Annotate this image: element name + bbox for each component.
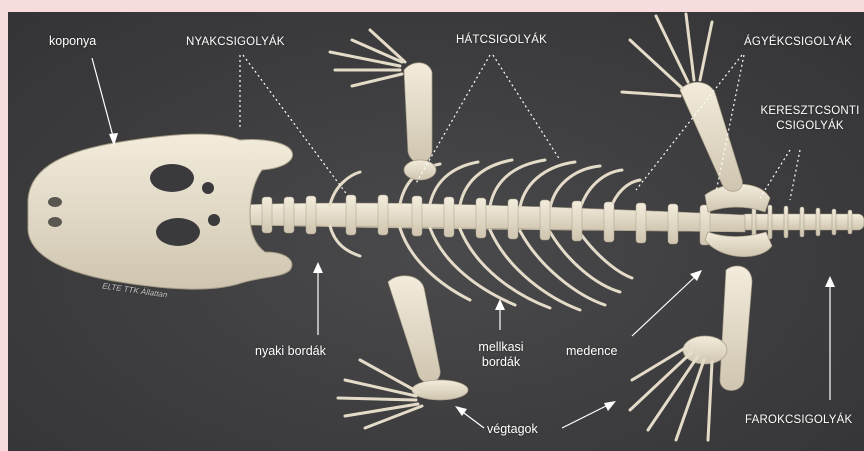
label-sacral-vertebrae: KERESZTCSONTI CSIGOLYÁK	[756, 104, 864, 134]
label-limbs: végtagok	[487, 422, 538, 436]
label-caudal-vertebrae: FAROKCSIGOLYÁK	[745, 414, 852, 426]
label-sacral-line1: KERESZTCSONTI	[756, 104, 864, 119]
label-lumbar-vertebrae: ÁGYÉKCSIGOLYÁK	[744, 36, 852, 48]
label-pelvis: medence	[566, 344, 617, 358]
front-lower-limb	[338, 276, 468, 428]
label-skull: koponya	[49, 34, 96, 48]
front-upper-limb	[330, 30, 436, 180]
label-cervical-vertebrae: NYAKCSIGOLYÁK	[186, 36, 285, 48]
hind-lower-limb	[630, 266, 752, 440]
label-cervical-ribs: nyaki bordák	[255, 344, 326, 358]
label-thoracic-ribs: mellkasi bordák	[466, 340, 536, 370]
label-thoracic-ribs-line2: bordák	[466, 355, 536, 370]
label-sacral-line2: CSIGOLYÁK	[756, 119, 864, 134]
label-thoracic-ribs-line1: mellkasi	[466, 340, 536, 355]
label-thoracic-vertebrae: HÁTCSIGOLYÁK	[456, 34, 547, 46]
hind-upper-limb	[622, 14, 742, 191]
